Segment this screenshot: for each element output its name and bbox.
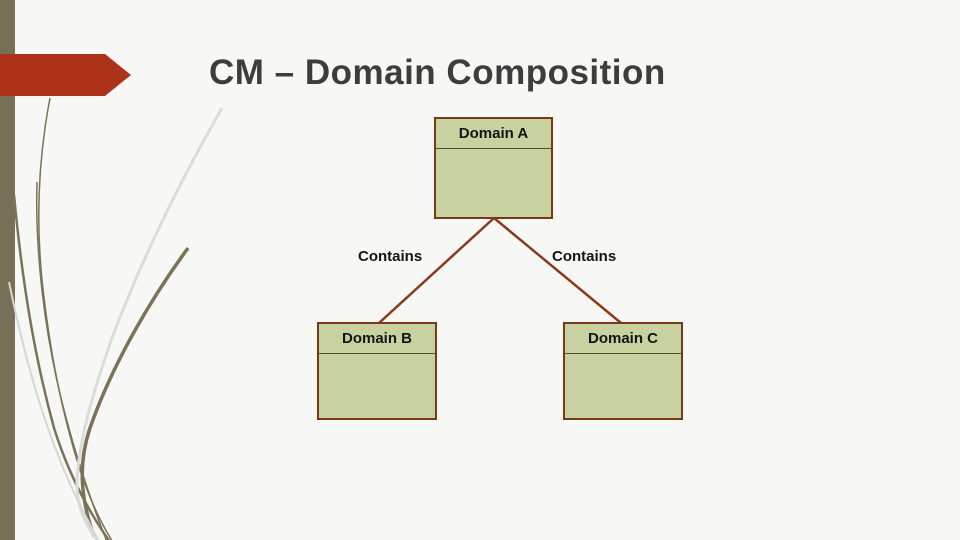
swoosh-curve-olive-mid [12,194,111,540]
domain-node-b: Domain B [317,322,437,420]
domain-node-a-body [436,149,551,217]
slide-title: CM – Domain Composition [209,53,666,92]
edge-label-contains-right: Contains [552,248,617,265]
edge-label-contains-left: Contains [358,248,423,265]
swoosh-curve-olive-thin [38,97,113,540]
swoosh-curve-gray [75,107,224,540]
swoosh-curve-gray-thin [8,281,100,540]
domain-node-a: Domain A [434,117,553,219]
domain-node-a-label: Domain A [458,125,529,142]
accent-arrow [0,54,131,96]
domain-node-c-body [565,354,681,418]
domain-node-b-header: Domain B [319,324,435,354]
domain-node-b-body [319,354,435,418]
sidebar-stripe [0,0,15,540]
swoosh-curve-olive-thin2 [35,181,108,540]
domain-node-c: Domain C [563,322,683,420]
domain-node-b-label: Domain B [341,330,412,347]
connector-line-a-b [378,217,495,324]
domain-node-a-header: Domain A [436,119,551,149]
connector-line-a-c [493,217,622,324]
swoosh-curve-olive-thick [80,246,190,537]
domain-node-c-header: Domain C [565,324,681,354]
domain-node-c-label: Domain C [587,330,658,347]
